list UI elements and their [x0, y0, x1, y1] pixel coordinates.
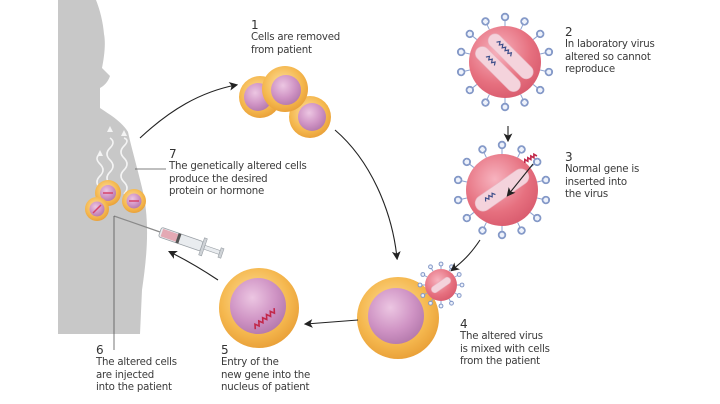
step-7-number: 7	[169, 147, 177, 161]
virus-spike	[462, 213, 472, 223]
virus-spike	[520, 98, 529, 107]
step-5-label: 5 Entry of the new gene into the nucleus…	[221, 343, 310, 395]
virus-spike	[478, 145, 487, 154]
patient-cell-with-virus	[357, 277, 439, 359]
virus-spike	[428, 300, 433, 306]
step-1-number: 1	[251, 18, 259, 32]
normal-gene-fragment	[524, 152, 538, 164]
virus-spike	[497, 140, 507, 150]
virus-spike	[428, 264, 433, 270]
virus-spike	[456, 293, 462, 298]
virus-spike	[459, 282, 465, 288]
arrow-body-to-cells	[139, 81, 239, 139]
process-arrows	[139, 81, 534, 328]
step-7-label: 7 The genetically altered cells produce …	[169, 147, 307, 199]
step-5-text-line: Entry of the	[221, 357, 279, 368]
step-3-text-line: the virus	[565, 189, 608, 201]
step-4-number: 4	[460, 317, 468, 331]
step-6-label: 6 The altered cells are injected into th…	[96, 343, 177, 395]
injected-cells	[85, 180, 146, 221]
virus-spike	[465, 85, 475, 95]
arrow-nucleus-to-syringe	[168, 251, 219, 281]
step-2-number: 2	[565, 25, 573, 39]
arrow-virus3-to-mix	[450, 239, 481, 272]
step-7-text-line: protein or hormone	[169, 186, 265, 198]
arrow-cells-to-mix	[334, 129, 401, 261]
virus-spike	[481, 98, 490, 107]
virus-dna-strand	[474, 168, 530, 212]
arrow-gene-insert	[506, 163, 534, 197]
step-2-text-line: altered so cannot	[565, 51, 651, 63]
virus-laboratory	[456, 12, 554, 112]
step-3-label: 3 Normal gene is inserted into the virus	[565, 150, 639, 202]
virus-spike	[465, 29, 475, 39]
cell-with-new-gene	[219, 268, 299, 348]
virus-spike	[517, 145, 526, 154]
step-7-text-line: The genetically altered cells	[169, 161, 307, 172]
virus-spike	[500, 12, 510, 22]
step-3-number: 3	[565, 150, 573, 164]
virus-gene-mark	[484, 192, 496, 202]
virus-spike	[456, 47, 466, 57]
virus-spike	[420, 293, 426, 298]
step-5-number: 5	[221, 343, 229, 357]
virus-spike	[456, 272, 462, 277]
step-1-label: 1 Cells are removed from patient	[251, 18, 340, 57]
virus-spike	[535, 85, 545, 95]
virus-spike	[453, 175, 463, 185]
step-6-number: 6	[96, 343, 104, 357]
step-5-text-line: nucleus of patient	[221, 382, 310, 394]
syringe-icon	[113, 215, 225, 259]
removed-cells-cluster	[239, 66, 331, 138]
virus-spike	[478, 226, 487, 235]
virus-gene-mark	[485, 55, 496, 66]
step-6-text-line: into the patient	[96, 382, 172, 394]
virus-spike	[535, 29, 545, 39]
virus-spike	[453, 195, 463, 205]
small-altered-virus	[417, 261, 465, 309]
step-5-text-line: new gene into the	[221, 369, 311, 381]
step-4-label: 4 The altered virus is mixed with cells …	[460, 317, 550, 369]
virus-spike	[481, 17, 490, 26]
virus-spike	[500, 102, 510, 112]
virus-spike	[544, 47, 554, 57]
virus-gene-mark	[496, 40, 513, 57]
arrow-mix-to-nucleus	[303, 319, 359, 328]
virus-spike	[544, 67, 554, 77]
virus-spike	[520, 17, 529, 26]
virus-spike	[532, 213, 542, 223]
virus-spike	[456, 67, 466, 77]
step-7-text-line: produce the desired	[169, 173, 268, 185]
step-4-text-line: is mixed with cells	[460, 343, 550, 355]
virus-dna-strand	[431, 276, 451, 294]
virus-spike	[438, 303, 444, 309]
virus-spike	[541, 195, 551, 205]
virus-spike	[497, 230, 507, 240]
virus-spike	[449, 300, 454, 306]
virus-spike	[541, 175, 551, 185]
step-1-text-line: from patient	[251, 44, 312, 56]
step-6-text-line: are injected	[96, 369, 155, 381]
step-2-text-line: reproduce	[565, 64, 615, 76]
virus-spike	[417, 282, 423, 288]
step-4-text-line: from the patient	[460, 356, 540, 368]
virus-dna-strand	[475, 46, 521, 92]
step-2-label: 2 In laboratory virus altered so cannot …	[565, 25, 655, 77]
virus-spike	[462, 157, 472, 167]
virus-spike	[517, 226, 526, 235]
step-3-text-line: Normal gene is	[565, 164, 640, 175]
step-3-text-line: inserted into	[565, 176, 627, 188]
virus-with-normal-gene	[453, 140, 551, 240]
virus-spike	[420, 272, 426, 277]
step-2-text-line: In laboratory virus	[565, 39, 655, 50]
virus-capsid	[469, 26, 541, 98]
step-4-text-line: The altered virus	[460, 331, 543, 342]
step-1-text-line: Cells are removed	[251, 32, 341, 43]
step-6-text-line: The altered cells	[96, 357, 177, 368]
virus-spike	[438, 261, 444, 267]
virus-spike	[532, 157, 542, 167]
